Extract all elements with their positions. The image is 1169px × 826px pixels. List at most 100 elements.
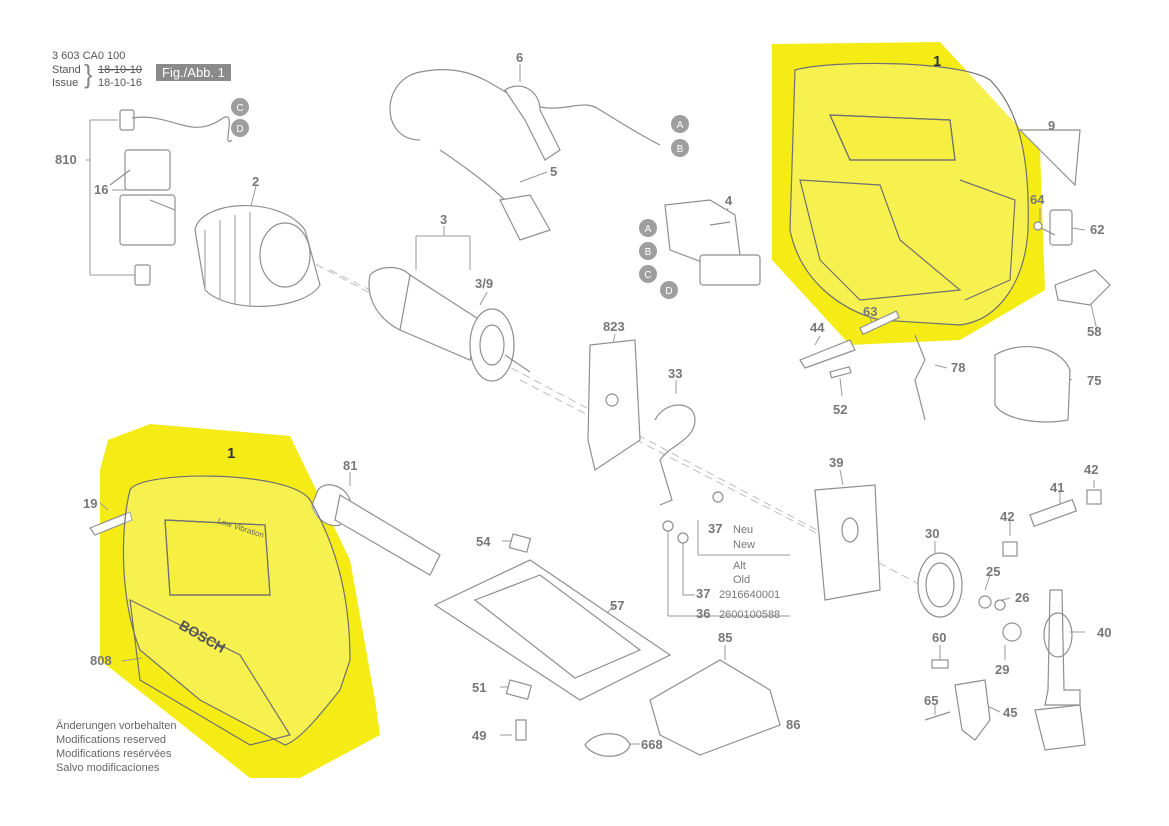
plunger-40-drawing xyxy=(1044,589,1081,706)
part-label-40: 40 xyxy=(1097,625,1111,640)
plate-39-drawing xyxy=(814,484,881,601)
callout-a-terminal-label: A xyxy=(645,224,652,235)
part-label-9: 9 xyxy=(1048,118,1055,133)
model-number: 3 603 CA0 100 xyxy=(52,50,126,62)
table-alt-number: 37 xyxy=(696,586,710,601)
plate-823-hole xyxy=(605,393,619,407)
callout-a-cable-label: A xyxy=(677,120,684,131)
part-label-810: 810 xyxy=(55,152,77,167)
part-label-78: 78 xyxy=(951,360,965,375)
part-42b-drawing xyxy=(1086,489,1102,505)
screw-19-drawing xyxy=(89,511,133,536)
gear-30-drawing xyxy=(917,552,963,618)
part-29-drawing xyxy=(1002,622,1022,642)
part-label-19: 19 xyxy=(83,496,97,511)
part-label-44: 44 xyxy=(810,320,825,335)
part-label-64: 64 xyxy=(1030,192,1045,207)
callout-c-top xyxy=(231,98,249,116)
base-plate-57-drawing xyxy=(433,559,672,701)
table-alt-code: 2916640001 xyxy=(719,589,780,601)
screw-49-drawing xyxy=(515,719,527,741)
part-75-drawing xyxy=(994,346,1071,423)
stand-label: Stand xyxy=(52,64,81,76)
part-label-54: 54 xyxy=(476,534,491,549)
part-label-42a: 42 xyxy=(1000,509,1014,524)
table-new-label: New xyxy=(733,539,755,551)
part-label-49: 49 xyxy=(472,728,486,743)
washer-36-drawing xyxy=(662,520,674,532)
note-de: Änderungen vorbehalten xyxy=(56,720,177,732)
part-label-86: 86 xyxy=(786,717,800,732)
housing-outer-1-drawing xyxy=(122,475,351,746)
callouts: C D A B A B C D xyxy=(231,98,689,299)
part-668-drawing xyxy=(584,733,631,757)
issue-label: Issue xyxy=(52,77,79,89)
part-78-drawing xyxy=(914,334,926,421)
hose-81-drawing xyxy=(311,484,441,576)
part-label-1-bottom: 1 xyxy=(227,445,235,462)
switch-810-drawing xyxy=(109,109,233,286)
part-label-30: 30 xyxy=(925,526,939,541)
part-label-29: 29 xyxy=(995,662,1009,677)
part-label-65: 65 xyxy=(924,693,938,708)
plunger-clamp-drawing xyxy=(1034,704,1086,751)
part-44-drawing xyxy=(799,339,856,369)
terminal-block-4-drawing xyxy=(664,199,761,286)
table-neu-label: Neu xyxy=(733,524,753,536)
callout-c-top-label: C xyxy=(236,103,243,114)
note-en: Modifications reserved xyxy=(56,734,167,746)
part-label-58: 58 xyxy=(1087,324,1101,339)
part-shapes xyxy=(89,62,1111,757)
part-label-823: 823 xyxy=(603,319,625,334)
plunger-40-slot xyxy=(1043,612,1073,658)
field-coil-2-drawing xyxy=(194,205,321,307)
part-label-39: 39 xyxy=(829,455,843,470)
replacement-table: 37 Neu New Alt Old 37 2916640001 36 2600… xyxy=(696,521,780,621)
base-plate-57-inner xyxy=(473,574,642,679)
part-60-drawing xyxy=(931,659,949,669)
part-label-26: 26 xyxy=(1015,590,1029,605)
plate-39-slot xyxy=(841,517,859,543)
part-62-64-drawing xyxy=(1033,209,1073,246)
callout-b-cable-label: B xyxy=(677,144,684,155)
part-25-drawing xyxy=(978,595,992,609)
part-label-81: 81 xyxy=(343,458,357,473)
part-41-drawing xyxy=(1029,498,1078,528)
washer-37-drawing xyxy=(712,491,724,503)
part-label-808: 808 xyxy=(90,653,112,668)
part-9-drawing xyxy=(1018,129,1081,187)
callout-b-cable xyxy=(671,139,689,157)
callout-d-top xyxy=(231,119,249,137)
part-42a-drawing xyxy=(1002,541,1018,557)
callout-a-cable xyxy=(671,115,689,133)
part-label-16: 16 xyxy=(94,182,108,197)
part-label-85: 85 xyxy=(718,630,732,645)
table-alt-label: Alt xyxy=(733,560,746,572)
table-old-label: Old xyxy=(733,574,750,586)
part-label-1-top: 1 xyxy=(933,53,941,70)
part-label-6: 6 xyxy=(516,50,523,65)
callout-b-terminal xyxy=(639,242,657,260)
part-label-45: 45 xyxy=(1003,705,1017,720)
part-label-41: 41 xyxy=(1050,480,1064,495)
part-label-33: 33 xyxy=(668,366,682,381)
washer-37b-drawing xyxy=(677,532,689,544)
part-label-51: 51 xyxy=(472,680,486,695)
brace: } xyxy=(84,59,93,89)
part-label-5: 5 xyxy=(550,164,557,179)
part-58-drawing xyxy=(1054,269,1111,306)
part-label-60: 60 xyxy=(932,630,946,645)
part-label-42b: 42 xyxy=(1084,462,1098,477)
table-36-number: 36 xyxy=(696,606,710,621)
shoe-85-86-drawing xyxy=(649,659,781,756)
callout-b-terminal-label: B xyxy=(645,247,652,258)
figure-label: Fig./Abb. 1 xyxy=(156,64,231,81)
part-label-52: 52 xyxy=(833,402,847,417)
part-label-75: 75 xyxy=(1087,373,1101,388)
part-label-4: 4 xyxy=(725,193,733,208)
housing-half-1-drawing xyxy=(789,62,1029,326)
part-label-668: 668 xyxy=(641,737,663,752)
part-label-2: 2 xyxy=(252,174,259,189)
